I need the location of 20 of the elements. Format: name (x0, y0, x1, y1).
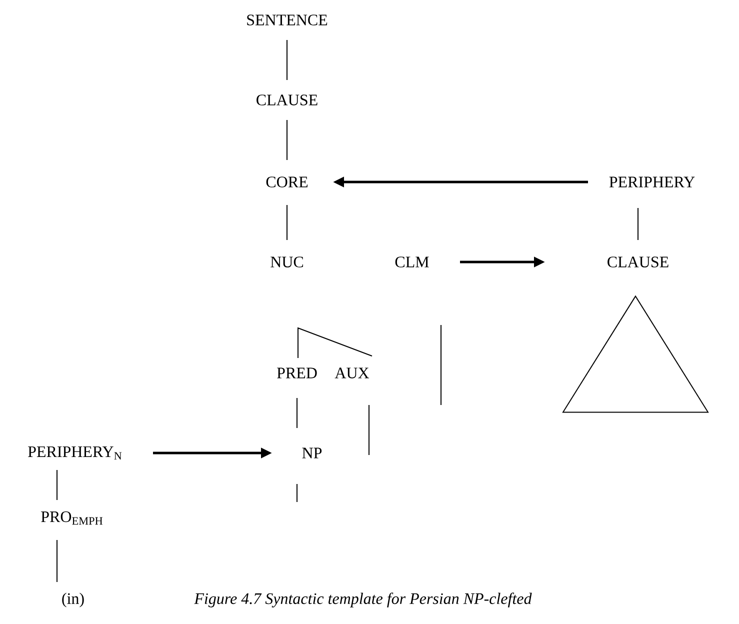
tree-line (56, 540, 58, 582)
node-label: PERIPHERY (609, 176, 695, 188)
tree-line (296, 398, 298, 428)
node-label: PRO$_{EMPH}$ (41, 511, 103, 525)
tree-line (286, 204, 288, 240)
tree-line (286, 40, 288, 80)
tree-line (286, 120, 288, 160)
node-label: CLAUSE (608, 256, 668, 268)
figure-caption: Figure 4.7 Syntactic template for Persian NP-clefted (194, 592, 532, 608)
node-label: NUC (270, 256, 303, 268)
node-label: PERIPHERY$_{N}$ (28, 446, 122, 460)
node-label: AUX (334, 368, 370, 378)
node-label: NP (302, 448, 322, 458)
node-label: (in) (62, 592, 84, 608)
node-label: SENTENCE (247, 14, 328, 26)
node-label: CLAUSE (256, 94, 318, 106)
node-label: CLM (395, 256, 429, 268)
node-label: CORE (266, 176, 308, 188)
node-label: PRED (277, 368, 317, 378)
tree-line (56, 470, 58, 500)
